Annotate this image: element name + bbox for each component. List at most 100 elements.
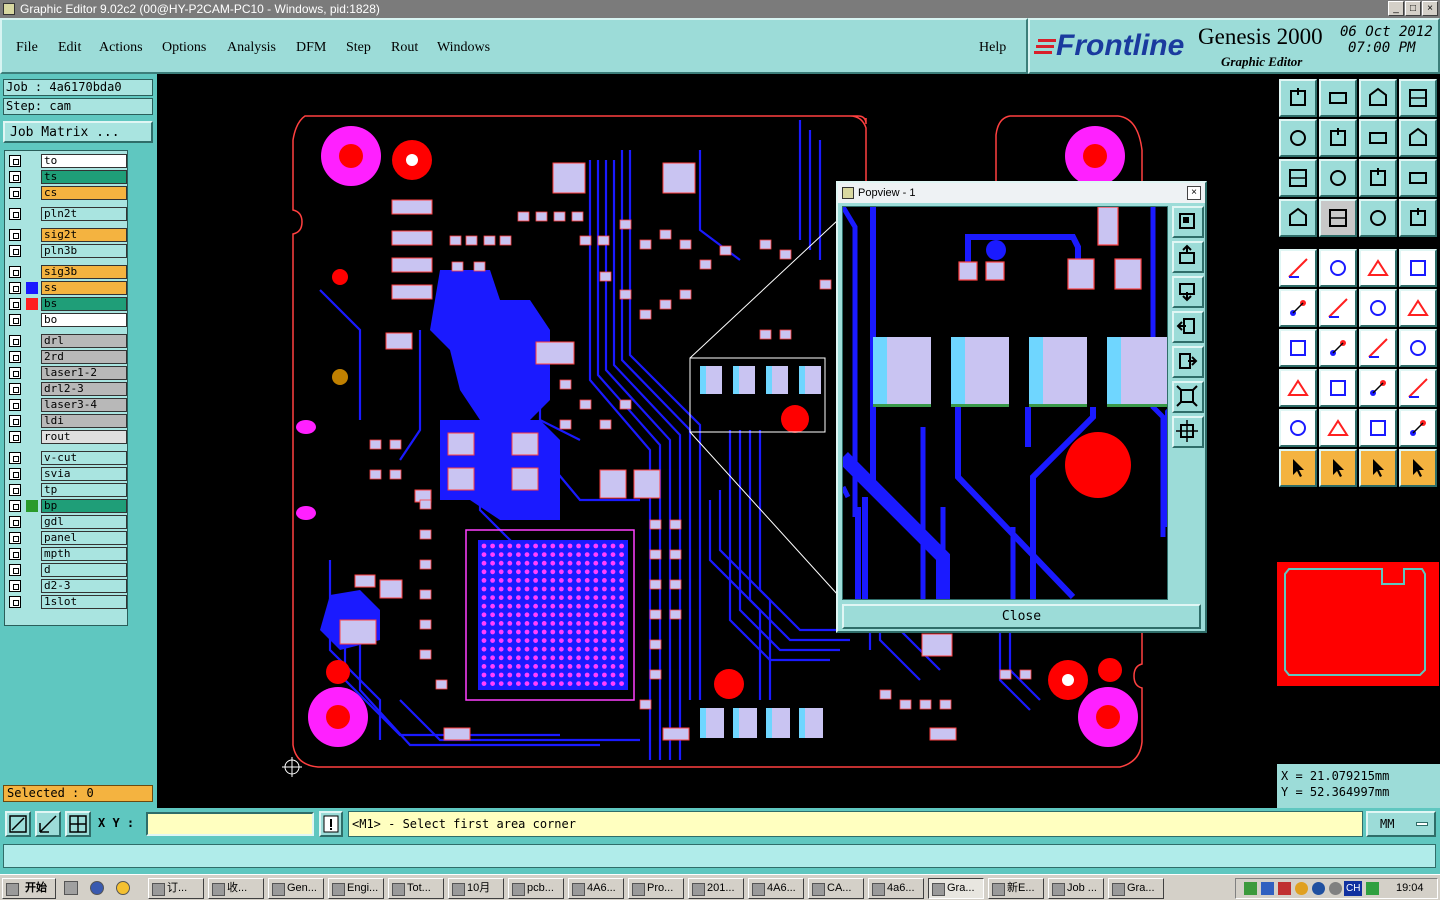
layer-color-swatch[interactable] <box>26 452 38 464</box>
units-selector[interactable]: MM <box>1366 811 1436 837</box>
layer-color-swatch[interactable] <box>26 532 38 544</box>
taskbar-item[interactable]: 4a6... <box>868 878 924 899</box>
popview-tool-home[interactable] <box>1172 241 1204 273</box>
menu-edit[interactable]: Edit <box>58 40 82 55</box>
taskbar-item[interactable]: Engi... <box>328 878 384 899</box>
tray-icon-1[interactable] <box>1244 882 1257 895</box>
job-matrix-button[interactable]: Job Matrix ... <box>3 121 153 143</box>
popview-tool-fit[interactable] <box>1172 381 1204 413</box>
board-thumbnail[interactable] <box>1277 562 1439 686</box>
layer-row-d[interactable]: d <box>7 563 127 577</box>
layer-checkbox[interactable] <box>9 229 21 241</box>
menu-analysis[interactable]: Analysis <box>227 40 276 55</box>
tray-icon-2[interactable] <box>1261 882 1274 895</box>
layer-color-swatch[interactable] <box>26 468 38 480</box>
layer-color-swatch[interactable] <box>26 171 38 183</box>
tool-layers-diff-button[interactable] <box>1399 199 1437 237</box>
popview-close-button[interactable]: Close <box>842 604 1201 629</box>
layer-checkbox[interactable] <box>9 298 21 310</box>
layer-row-bp[interactable]: bp <box>7 499 127 513</box>
tool-delete-node-button[interactable] <box>1319 289 1357 327</box>
layer-color-swatch[interactable] <box>26 484 38 496</box>
layer-checkbox[interactable] <box>9 516 21 528</box>
layer-checkbox[interactable] <box>9 500 21 512</box>
tool-draw-slant-button[interactable] <box>1319 329 1357 367</box>
layer-row-pln3b[interactable]: pln3b <box>7 244 127 258</box>
popview-tool-center[interactable] <box>1172 416 1204 448</box>
taskbar-item[interactable]: 收... <box>208 878 264 899</box>
layer-row-laser1-2[interactable]: laser1-2 <box>7 366 127 380</box>
layer-checkbox[interactable] <box>9 564 21 576</box>
layer-row-v-cut[interactable]: v-cut <box>7 451 127 465</box>
popview-canvas[interactable] <box>842 206 1168 600</box>
layer-color-swatch[interactable] <box>26 500 38 512</box>
layer-row-svia[interactable]: svia <box>7 467 127 481</box>
layer-checkbox[interactable] <box>9 335 21 347</box>
layer-checkbox[interactable] <box>9 187 21 199</box>
layer-color-swatch[interactable] <box>26 596 38 608</box>
tool-draw-arc-button[interactable] <box>1359 329 1397 367</box>
layer-row-ss[interactable]: ss <box>7 281 127 295</box>
layer-color-swatch[interactable] <box>26 399 38 411</box>
window-title-bar[interactable]: Graphic Editor 9.02c2 (00@HY-P2CAM-PC10 … <box>0 0 1440 18</box>
taskbar-item[interactable]: Gra... <box>928 878 984 899</box>
tool-pointer-move-button[interactable] <box>1359 449 1397 487</box>
quicklaunch-desktop-icon[interactable] <box>64 881 78 895</box>
layer-row-pln2t[interactable]: pln2t <box>7 207 127 221</box>
menu-help[interactable]: Help <box>979 40 1007 55</box>
layer-checkbox[interactable] <box>9 208 21 220</box>
taskbar-item[interactable]: CA... <box>808 878 864 899</box>
layer-color-swatch[interactable] <box>26 208 38 220</box>
layer-color-swatch[interactable] <box>26 351 38 363</box>
tool-layers-compare-button[interactable] <box>1359 199 1397 237</box>
tool-polygon-edit-button[interactable] <box>1319 409 1357 447</box>
layer-checkbox[interactable] <box>9 452 21 464</box>
tool-pad-button[interactable] <box>1279 369 1317 407</box>
tool-zoom-center-button[interactable] <box>1319 159 1357 197</box>
taskbar-item[interactable]: Pro... <box>628 878 684 899</box>
menu-windows[interactable]: Windows <box>437 40 491 55</box>
layer-checkbox[interactable] <box>9 415 21 427</box>
tool-snap-settings-button[interactable] <box>1279 199 1317 237</box>
layer-color-swatch[interactable] <box>26 367 38 379</box>
menu-step[interactable]: Step <box>346 40 371 55</box>
layer-row-d2-3[interactable]: d2-3 <box>7 579 127 593</box>
popview-tool-left[interactable] <box>1172 311 1204 343</box>
tool-route-button[interactable] <box>1399 449 1437 487</box>
popview-tool-down[interactable] <box>1172 276 1204 308</box>
tool-redraw-button[interactable] <box>1399 119 1437 157</box>
layer-row-sig2t[interactable]: sig2t <box>7 228 127 242</box>
layer-row-gdl[interactable]: gdl <box>7 515 127 529</box>
tray-icon-3[interactable] <box>1278 882 1291 895</box>
quicklaunch-app-icon[interactable] <box>116 881 130 895</box>
layer-row-bo[interactable]: bo <box>7 313 127 327</box>
tool-dimension-button[interactable] <box>1359 369 1397 407</box>
popview-tool-right[interactable] <box>1172 346 1204 378</box>
tool-connect-nodes-button[interactable] <box>1279 289 1317 327</box>
layer-color-swatch[interactable] <box>26 516 38 528</box>
alert-button[interactable] <box>319 811 343 837</box>
layer-row-drl[interactable]: drl <box>7 334 127 348</box>
tool-measure-button[interactable] <box>1359 249 1397 287</box>
taskbar-item[interactable]: Job ... <box>1048 878 1104 899</box>
tool-zoom-one-to-one-button[interactable] <box>1359 159 1397 197</box>
minimize-button[interactable]: _ <box>1388 1 1404 16</box>
tool-add-node-button[interactable] <box>1359 289 1397 327</box>
layer-checkbox[interactable] <box>9 484 21 496</box>
tool-add-feature-button[interactable] <box>1279 249 1317 287</box>
layer-color-swatch[interactable] <box>26 187 38 199</box>
layer-row-rout[interactable]: rout <box>7 430 127 444</box>
tool-polygon-select-button[interactable] <box>1359 409 1397 447</box>
taskbar-item[interactable]: 订... <box>148 878 204 899</box>
tray-icon-4[interactable] <box>1295 882 1308 895</box>
tray-icon-5[interactable] <box>1312 882 1325 895</box>
layer-checkbox[interactable] <box>9 155 21 167</box>
tool-home-button[interactable] <box>1359 79 1397 117</box>
tray-icon-6[interactable] <box>1329 882 1342 895</box>
layer-color-swatch[interactable] <box>26 548 38 560</box>
layer-checkbox[interactable] <box>9 351 21 363</box>
tool-select-pointer-button[interactable] <box>1319 449 1357 487</box>
layer-checkbox[interactable] <box>9 314 21 326</box>
layer-color-swatch[interactable] <box>26 314 38 326</box>
layer-row-to[interactable]: to <box>7 154 127 168</box>
